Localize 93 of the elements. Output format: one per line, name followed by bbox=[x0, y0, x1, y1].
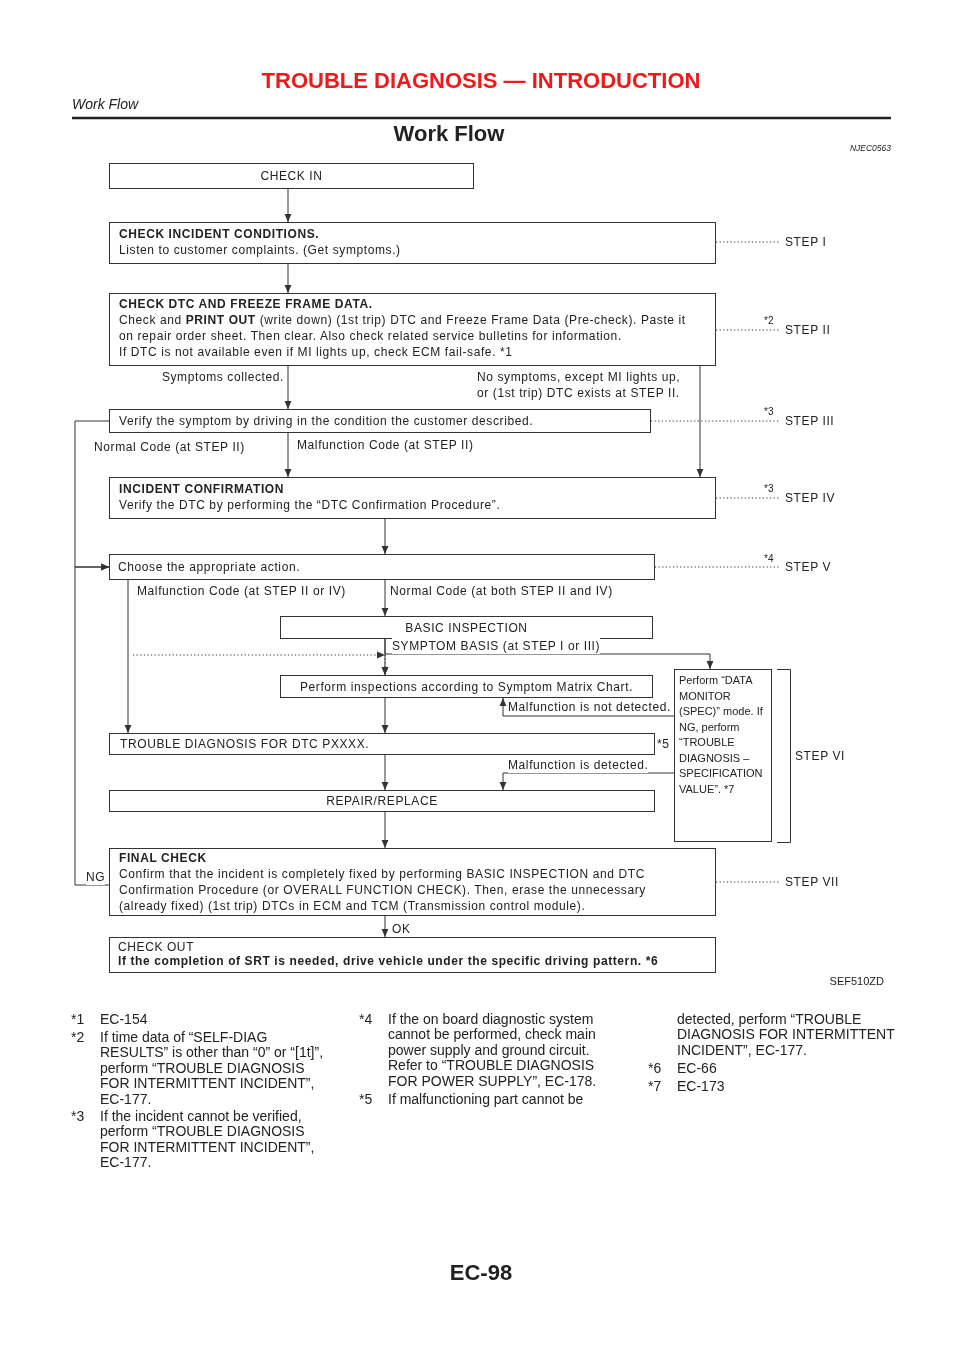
dotted-line bbox=[715, 497, 780, 499]
arrow bbox=[284, 365, 292, 410]
footnote-text: If malfunctioning part cannot be bbox=[388, 1092, 585, 1108]
dotted-line bbox=[654, 566, 780, 568]
edge-label: Malfunction is detected. bbox=[508, 757, 649, 773]
footnote-mark: *5 bbox=[359, 1092, 373, 1108]
step-label: STEP V bbox=[779, 559, 832, 575]
footnote-mark: *2 bbox=[764, 315, 774, 326]
box-text: Perform “DATA MONITOR (SPEC)” mode. If NG, perform “TROUBLE DIAGNOSIS – SPECIFICATION VALUE”. *7 bbox=[679, 673, 764, 797]
arrow bbox=[284, 188, 292, 223]
process-box bbox=[109, 937, 716, 973]
process-box bbox=[109, 293, 716, 366]
arrow bbox=[696, 365, 704, 478]
edge-label: Malfunction Code (at STEP II) bbox=[297, 437, 474, 453]
footnote-text: EC-66 bbox=[677, 1061, 717, 1077]
process-box bbox=[280, 616, 653, 639]
arrow bbox=[381, 518, 389, 555]
process-box bbox=[109, 163, 474, 189]
edge-label: Normal Code (at STEP II) bbox=[94, 439, 245, 455]
box-heading: CHECK DTC AND FREEZE FRAME DATA. bbox=[119, 296, 374, 312]
process-box bbox=[109, 790, 655, 812]
box-text: TROUBLE DIAGNOSIS FOR DTC PXXXX. bbox=[120, 736, 371, 752]
arrow bbox=[499, 772, 675, 791]
arrow bbox=[384, 638, 714, 670]
edge-label: NG bbox=[86, 869, 106, 885]
box-text: Verify the DTC by performing the “DTC Confirmation Procedure”. bbox=[119, 497, 502, 513]
footnote-text: If the on board diagnostic system cannot be performed, check main power supply and ground circuit. Refer to “TROUBLE DIAGNOSIS FOR POWER SUPPLY”, EC-178. bbox=[388, 1012, 598, 1090]
box-text: CHECK OUT bbox=[118, 940, 196, 954]
footnote-mark: *3 bbox=[764, 483, 774, 494]
box-text: If the completion of SRT is needed, drive vehicle under the specific driving pattern. *6 bbox=[118, 954, 660, 968]
arrow bbox=[284, 432, 292, 478]
process-box bbox=[109, 733, 655, 755]
step-label: STEP III bbox=[779, 413, 835, 429]
footnote-mark: *4 bbox=[359, 1012, 373, 1028]
box-text: Check and PRINT OUT (write down) (1st trip) DTC and Freeze Frame Data (Pre-check). Paste it on repair order sheet. Then clear. Also check related service bulletins for information. bbox=[119, 312, 687, 344]
box-text: CHECK IN bbox=[259, 168, 324, 184]
footnote-mark: *3 bbox=[71, 1109, 85, 1125]
step-label: STEP VI bbox=[795, 748, 845, 764]
arrow bbox=[381, 579, 389, 617]
arrow bbox=[74, 563, 110, 886]
box-heading: FINAL CHECK bbox=[119, 850, 208, 866]
process-box bbox=[109, 409, 651, 433]
step-label: STEP I bbox=[779, 234, 827, 250]
page-header: TROUBLE DIAGNOSIS — INTRODUCTION bbox=[260, 68, 702, 94]
box-heading: INCIDENT CONFIRMATION bbox=[119, 481, 286, 497]
footnote-mark: *7 bbox=[648, 1079, 662, 1095]
footnote-mark: *6 bbox=[648, 1061, 662, 1077]
process-box bbox=[109, 477, 716, 519]
box-text: If DTC is not available even if MI lights up, check ECM fail-safe. *1 bbox=[119, 344, 514, 360]
footnote-mark: *1 bbox=[71, 1012, 85, 1028]
edge-label: SYMPTOM BASIS (at STEP I or III) bbox=[392, 638, 601, 654]
footnote-text: EC-173 bbox=[677, 1079, 725, 1095]
step-label: STEP IV bbox=[779, 490, 835, 506]
footnote-text: EC-154 bbox=[100, 1012, 149, 1028]
edge-label: Normal Code (at both STEP II and IV) bbox=[390, 583, 613, 599]
process-box bbox=[280, 675, 653, 698]
arrow bbox=[381, 811, 389, 849]
process-box bbox=[674, 669, 772, 842]
arrow bbox=[381, 754, 389, 791]
footnote-mark: *4 bbox=[764, 553, 774, 564]
box-text: Verify the symptom by driving in the condition the customer described. bbox=[119, 413, 535, 429]
arrow bbox=[499, 697, 675, 717]
footnote-mark: *3 bbox=[764, 406, 774, 417]
dotted-line bbox=[715, 881, 780, 883]
process-box bbox=[109, 554, 655, 580]
dotted-line bbox=[715, 241, 780, 243]
box-text: Listen to customer complaints. (Get symptoms.) bbox=[119, 242, 402, 258]
figure-code: SEF510ZD bbox=[828, 974, 884, 988]
step-label: STEP VII bbox=[779, 874, 839, 890]
arrow bbox=[284, 263, 292, 294]
page-number: EC-98 bbox=[448, 1260, 514, 1286]
edge-label: Malfunction Code (at STEP II or IV) bbox=[137, 583, 346, 599]
footnote-mark: *2 bbox=[71, 1030, 85, 1046]
arrow bbox=[381, 697, 389, 734]
box-text: Choose the appropriate action. bbox=[118, 559, 302, 575]
document-code: NJEC0563 bbox=[848, 143, 891, 153]
footnote-text: detected, perform “TROUBLE DIAGNOSIS FOR INTERMITTENT INCIDENT”, EC-177. bbox=[677, 1012, 896, 1059]
footnote-text: If time data of “SELF-DIAG RESULTS” is other than “0” or “[1t]”, perform “TROUBLE DIAGNOSIS FOR INTERMITTENT INCIDENT”, EC-177. bbox=[100, 1030, 324, 1108]
box-text: Perform inspections according to Symptom Matrix Chart. bbox=[298, 679, 635, 695]
box-text: REPAIR/REPLACE bbox=[325, 793, 439, 809]
dotted-line bbox=[715, 329, 780, 331]
arrow bbox=[124, 579, 132, 734]
box-heading: CHECK INCIDENT CONDITIONS. bbox=[119, 226, 321, 242]
footnote-text: If the incident cannot be verified, perform “TROUBLE DIAGNOSIS FOR INTERMITTENT INCIDENT”, EC-177. bbox=[100, 1109, 316, 1171]
arrow bbox=[381, 915, 389, 938]
process-box bbox=[109, 222, 716, 264]
section-subtitle: Work Flow bbox=[72, 96, 139, 113]
process-box bbox=[109, 848, 716, 916]
step-label: STEP II bbox=[779, 322, 831, 338]
dotted-line bbox=[650, 420, 780, 422]
box-text: Confirm that the incident is completely fixed by performing BASIC INSPECTION and DTC Confirmation Procedure (or OVERALL FUNCTION CHECK). Then, erase the unnecessary (already fixed) (1st trip) DTCs in ECM and TCM (Transmission control module). bbox=[119, 866, 647, 914]
box-text: BASIC INSPECTION bbox=[404, 620, 529, 636]
page-title: Work Flow bbox=[392, 121, 506, 147]
